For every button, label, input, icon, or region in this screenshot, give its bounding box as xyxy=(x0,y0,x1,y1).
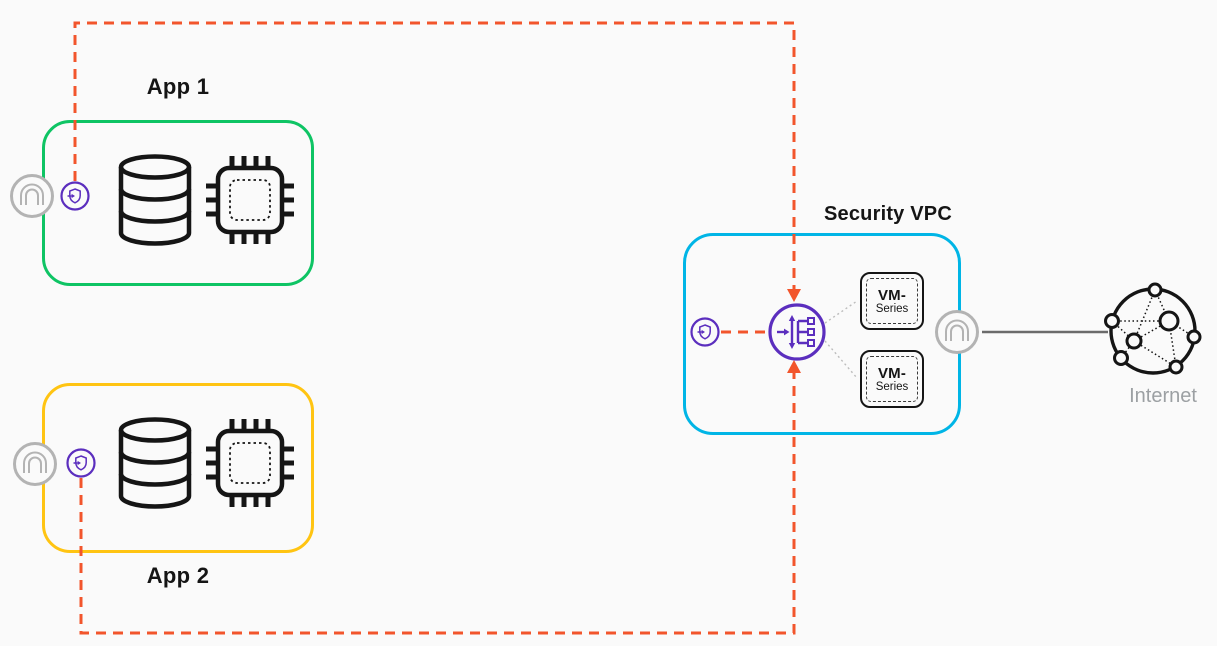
vm-series-2-inner: VM- Series xyxy=(866,356,918,402)
vm-series-2-label-line1: VM- xyxy=(877,364,907,382)
internet-label: Internet xyxy=(1129,385,1197,407)
gwlb-endpoint-icon xyxy=(66,448,96,478)
vm-series-2-node: VM- Series xyxy=(860,350,924,408)
vm-series-1-label-line2: Series xyxy=(875,302,909,315)
database-icon xyxy=(118,154,192,246)
app1-traffic-dashed-path xyxy=(73,21,796,289)
vm-series-1-label-line1: VM- xyxy=(877,286,907,304)
internet-globe-icon xyxy=(1104,282,1202,375)
arrow-down-icon xyxy=(787,289,801,302)
network-interface-icon xyxy=(13,442,57,486)
vm-series-1-node: VM- Series xyxy=(860,272,924,330)
gateway-load-balancer-icon xyxy=(768,303,826,361)
app1-label: App 1 xyxy=(146,74,210,99)
vm-series-1-inner: VM- Series xyxy=(866,278,918,324)
arrow-up-icon xyxy=(787,360,801,373)
compute-chip-icon xyxy=(206,156,294,244)
network-interface-icon xyxy=(10,174,54,218)
gwlb-to-vm1-dotted-line xyxy=(824,300,858,324)
database-icon xyxy=(118,417,192,509)
gwlb-endpoint-icon xyxy=(690,317,720,347)
gwlb-to-vm2-dotted-line xyxy=(824,340,858,379)
app2-label: App 2 xyxy=(146,563,210,588)
vm-series-2-label-line2: Series xyxy=(875,380,909,393)
security-vpc-label: Security VPC xyxy=(823,203,952,225)
app2-traffic-dashed-path xyxy=(79,373,796,635)
gwlb-endpoint-icon xyxy=(60,181,90,211)
network-interface-icon xyxy=(935,310,979,354)
compute-chip-icon xyxy=(206,419,294,507)
